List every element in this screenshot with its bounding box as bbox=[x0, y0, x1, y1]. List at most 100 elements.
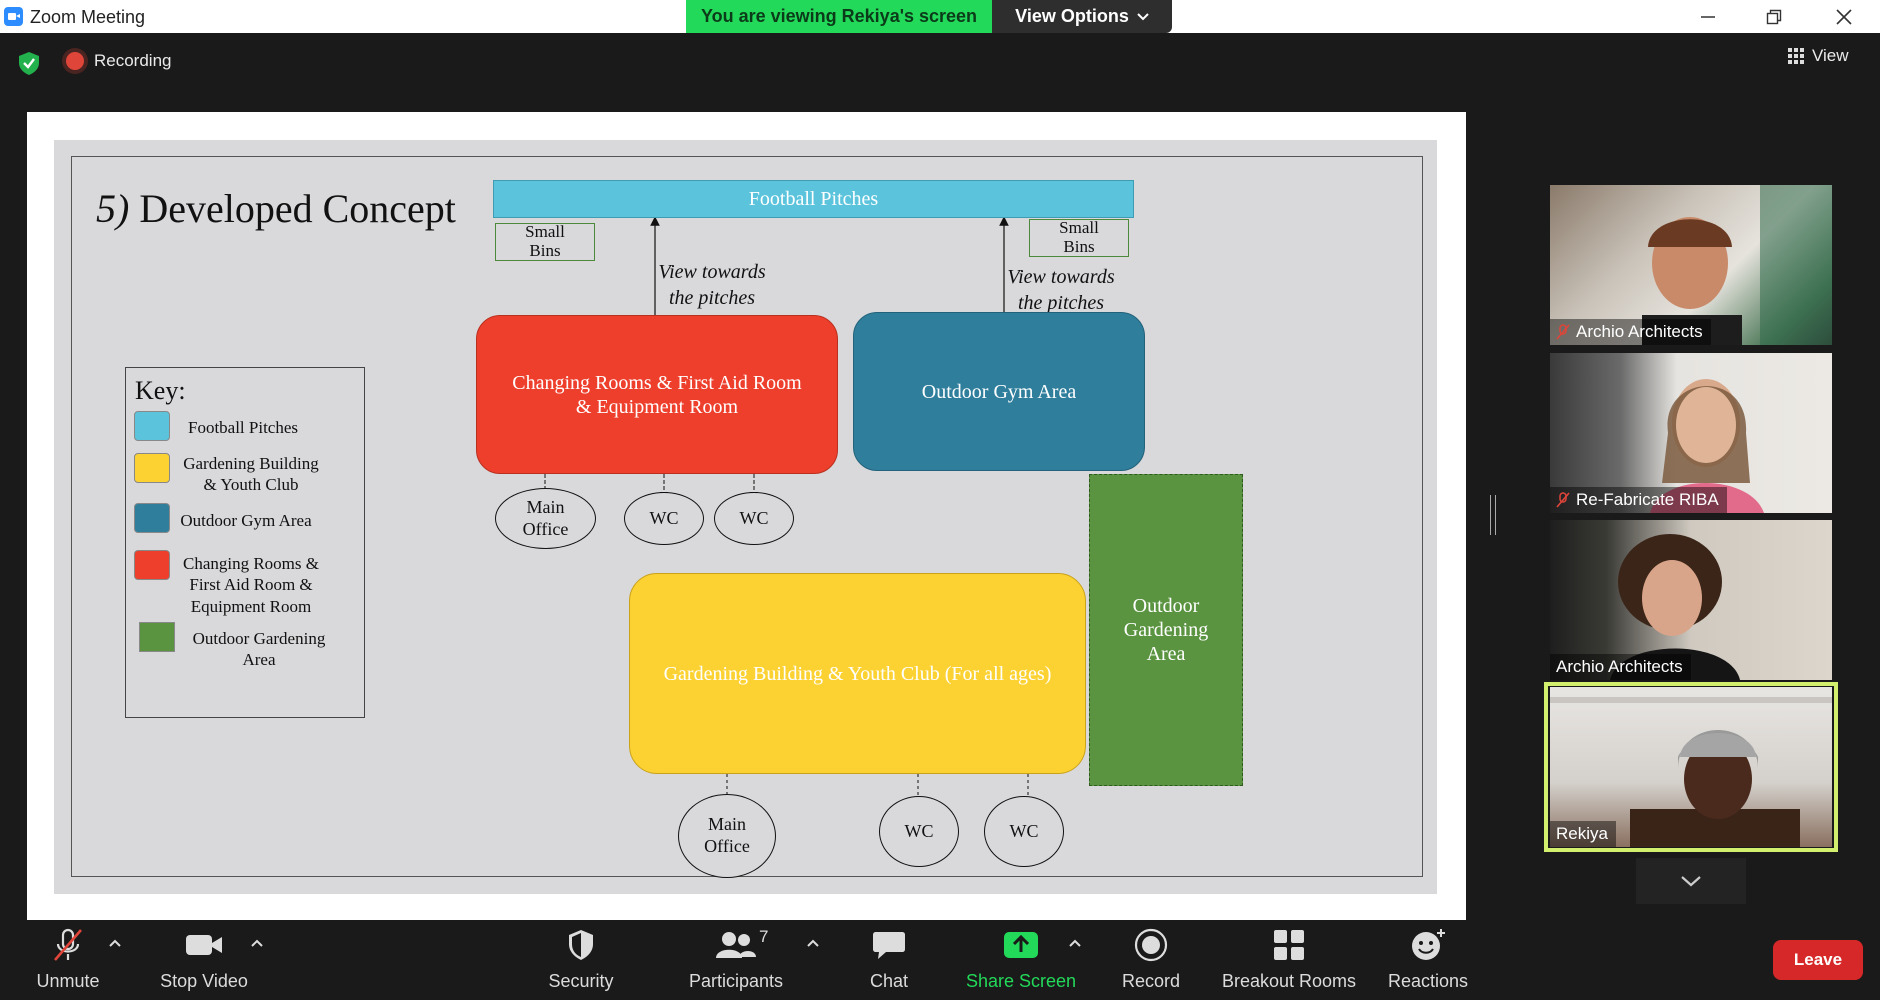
wc-lower-2: WC bbox=[984, 796, 1064, 867]
close-button[interactable] bbox=[1816, 0, 1872, 33]
record-button[interactable]: Record bbox=[1118, 920, 1184, 1000]
key-swatch-football bbox=[134, 411, 170, 441]
stop-video-label: Stop Video bbox=[160, 971, 248, 991]
view-note-left-line1: View towards bbox=[658, 261, 766, 283]
changing-rooms-line1: Changing Rooms & First Aid Room bbox=[512, 371, 802, 394]
outdoor-gardening-area: Outdoor Gardening Area bbox=[1089, 474, 1243, 786]
chat-button[interactable]: Chat bbox=[862, 920, 916, 1000]
diagram-key: Key: Football Pitches Gardening Building… bbox=[125, 367, 365, 718]
gardening-building-label: Gardening Building & Youth Club (For all… bbox=[663, 662, 1052, 685]
restore-icon bbox=[1766, 9, 1782, 24]
participants-options-caret-icon[interactable] bbox=[806, 938, 820, 948]
participant-video bbox=[1610, 534, 1740, 680]
main-office-upper: Main Office bbox=[495, 488, 596, 549]
key-swatch-gardening bbox=[134, 453, 170, 483]
minimize-button[interactable] bbox=[1680, 0, 1736, 33]
outdoor-gardening-line1: Outdoor bbox=[1132, 595, 1200, 617]
stop-video-button[interactable]: Stop Video bbox=[152, 920, 256, 1000]
key-gardening-line1: Gardening Building bbox=[183, 454, 319, 473]
participant-video bbox=[1550, 697, 1832, 847]
view-options-button[interactable]: View Options bbox=[992, 0, 1172, 33]
breakout-rooms-button[interactable]: Breakout Rooms bbox=[1218, 920, 1360, 1000]
participants-label: Participants bbox=[688, 971, 784, 991]
main-office-lower: Main Office bbox=[678, 794, 776, 878]
changing-rooms-area: Changing Rooms & First Aid Room & Equipm… bbox=[476, 315, 838, 474]
key-label-gardening: Gardening Building & Youth Club bbox=[176, 453, 326, 496]
reactions-button[interactable]: Reactions bbox=[1384, 920, 1472, 1000]
changing-rooms-line2: & Equipment Room bbox=[575, 395, 739, 418]
wc-lower-1-label: WC bbox=[904, 820, 934, 841]
participant-name: Archio Architects bbox=[1576, 322, 1703, 341]
participant-video bbox=[1650, 379, 1764, 513]
participant-name-tag: Archio Architects bbox=[1550, 654, 1691, 680]
outdoor-gardening-line2: Gardening bbox=[1123, 619, 1209, 641]
leave-label: Leave bbox=[1793, 950, 1843, 969]
football-pitches-label: Football Pitches bbox=[748, 188, 879, 210]
security-label: Security bbox=[548, 971, 614, 991]
key-outdoor-garden-line2: Area bbox=[242, 650, 276, 670]
chat-label: Chat bbox=[869, 971, 909, 991]
participant-tile[interactable]: Archio Architects bbox=[1550, 520, 1832, 680]
view-options-label: View Options bbox=[1015, 6, 1129, 26]
participant-tile[interactable]: Re-Fabricate RIBA bbox=[1550, 353, 1832, 513]
participant-name: Re-Fabricate RIBA bbox=[1576, 490, 1719, 509]
minimize-icon bbox=[1701, 15, 1715, 18]
close-icon bbox=[1836, 8, 1852, 25]
share-screen-icon bbox=[1004, 932, 1038, 958]
muted-microphone-icon bbox=[54, 928, 82, 961]
slide-title: 5) Developed Concept bbox=[96, 185, 456, 232]
key-football-text: Football Pitches bbox=[187, 418, 299, 437]
key-changing-line2: First Aid Room & bbox=[189, 575, 313, 595]
key-gardening-line2: & Youth Club bbox=[203, 475, 299, 495]
participants-button[interactable]: 7 Participants bbox=[684, 920, 788, 1000]
unmute-button[interactable]: Unmute bbox=[28, 920, 108, 1000]
recording-indicator[interactable]: Recording bbox=[66, 51, 172, 71]
pane-resize-handle[interactable] bbox=[1490, 495, 1496, 535]
unmute-label: Unmute bbox=[36, 971, 100, 991]
share-screen-label: Share Screen bbox=[965, 971, 1077, 991]
recording-label: Recording bbox=[94, 51, 172, 70]
window-title: Zoom Meeting bbox=[30, 7, 146, 27]
key-changing-line3: Equipment Room bbox=[190, 596, 312, 616]
reactions-smiley-icon bbox=[1412, 929, 1445, 960]
view-note-left-line2: the pitches bbox=[668, 287, 756, 309]
slide-title-text: Developed Concept bbox=[139, 186, 456, 231]
key-label-outdoor-gardening: Outdoor Gardening Area bbox=[184, 628, 334, 671]
encryption-shield-icon[interactable] bbox=[16, 50, 42, 76]
view-note-right: View towards the pitches bbox=[1001, 264, 1121, 316]
view-note-left: View towards the pitches bbox=[652, 259, 772, 311]
slide-title-number: 5) bbox=[96, 186, 130, 231]
audio-options-caret-icon[interactable] bbox=[108, 938, 122, 948]
breakout-rooms-icon bbox=[1274, 930, 1304, 960]
wc-lower-2-label: WC bbox=[1009, 820, 1039, 841]
participant-video bbox=[1642, 185, 1832, 345]
gallery-scroll-down-button[interactable] bbox=[1636, 858, 1746, 904]
key-gym-text: Outdoor Gym Area bbox=[180, 511, 312, 530]
leave-meeting-button[interactable]: Leave bbox=[1773, 940, 1863, 980]
video-options-caret-icon[interactable] bbox=[250, 938, 264, 948]
football-pitches-area: Football Pitches bbox=[493, 180, 1134, 218]
security-shield-icon bbox=[569, 930, 593, 960]
view-note-right-line1: View towards bbox=[1007, 266, 1115, 288]
share-options-caret-icon[interactable] bbox=[1068, 938, 1082, 948]
key-label-gym: Outdoor Gym Area bbox=[176, 510, 316, 531]
viewing-banner: You are viewing Rekiya's screen View Opt… bbox=[686, 0, 1172, 33]
view-layout-button[interactable]: View bbox=[1788, 46, 1849, 66]
key-swatch-outdoor-gardening bbox=[139, 622, 175, 652]
share-screen-button[interactable]: Share Screen bbox=[963, 920, 1079, 1000]
key-label-football: Football Pitches bbox=[178, 417, 308, 438]
restore-button[interactable] bbox=[1746, 0, 1802, 33]
main-office-lower-line1: Main bbox=[708, 814, 746, 835]
small-bins-label-2: Small Bins bbox=[1059, 218, 1099, 256]
wc-upper-1-label: WC bbox=[649, 507, 679, 528]
participant-name-tag: Archio Architects bbox=[1550, 319, 1711, 345]
participant-tile[interactable]: Rekiya bbox=[1550, 687, 1832, 847]
participant-tile[interactable]: Archio Architects bbox=[1550, 185, 1832, 345]
security-button[interactable]: Security bbox=[540, 920, 622, 1000]
record-dot-icon bbox=[66, 52, 84, 70]
slide-border bbox=[71, 156, 1423, 877]
outdoor-gym-area: Outdoor Gym Area bbox=[853, 312, 1145, 471]
muted-mic-icon bbox=[1556, 492, 1570, 508]
chevron-down-icon bbox=[1137, 12, 1149, 20]
